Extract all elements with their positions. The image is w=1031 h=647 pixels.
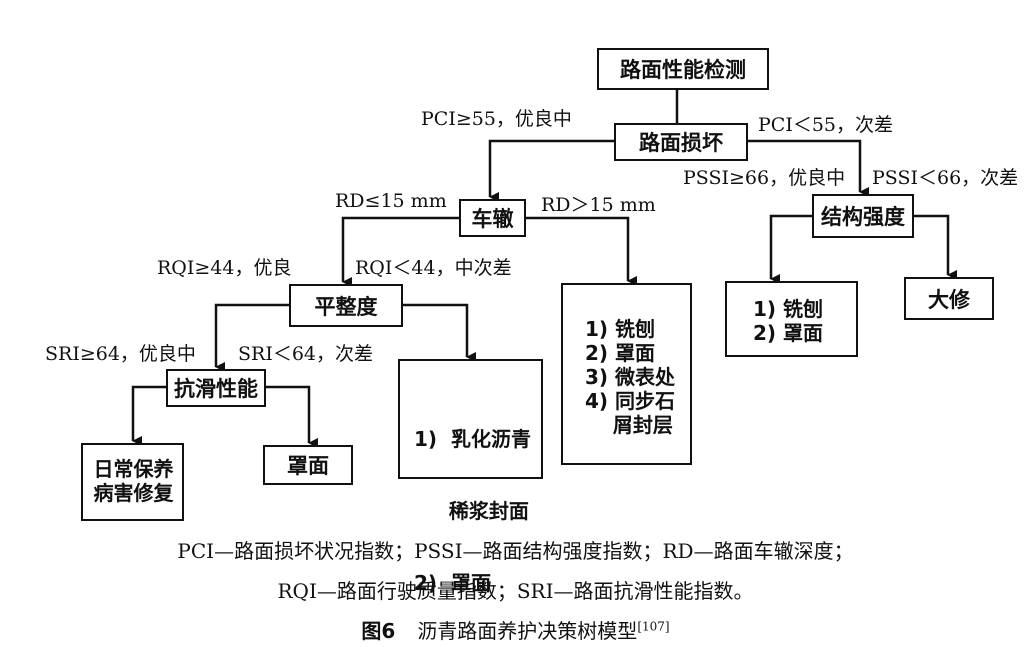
node-rd-high-treatments: 1) 铣刨 2) 罩面 3) 微表处 4) 同步石 屑封层 bbox=[561, 283, 692, 465]
edge-label-sri-good: SRI≥64，优良中 bbox=[45, 343, 196, 365]
node-pssi-low-treatments: 1) 铣刨 2) 罩面 bbox=[725, 281, 858, 357]
rd-high-line-2: 2) 罩面 bbox=[585, 341, 656, 365]
edge-label-rqi-good: RQI≥44，优良 bbox=[157, 257, 292, 279]
edge-smoothness-skid bbox=[214, 303, 289, 372]
node-skid-resistance: 抗滑性能 bbox=[166, 369, 266, 407]
figure-citation: [107] bbox=[637, 619, 670, 634]
node-road-performance-test: 路面性能检测 bbox=[597, 48, 769, 90]
edge-label-pssi-good: PSSI≥66，优良中 bbox=[683, 167, 846, 189]
node-rqi-low-treatments: 1) 乳化沥青 稀浆封面 2) 罩面 bbox=[398, 359, 543, 595]
edge-label-pci-good: PCI≥55，优良中 bbox=[421, 108, 572, 130]
edge-structure-pssilow bbox=[769, 214, 812, 284]
node-rutting: 车辙 bbox=[459, 199, 526, 237]
pssi-low-line-1: 1) 铣刨 bbox=[753, 297, 824, 321]
node-overhaul: 大修 bbox=[904, 277, 994, 320]
figure-title-text: 沥青路面养护决策树模型 bbox=[417, 619, 638, 643]
node-overlay: 罩面 bbox=[263, 445, 353, 485]
caption-line-2: RQI—路面行驶质量指数；SRI—路面抗滑性能指数。 bbox=[277, 579, 754, 603]
edge-label-rd-low: RD≤15 mm bbox=[335, 190, 447, 212]
rd-high-line-4: 4) 同步石 bbox=[585, 389, 676, 413]
edge-smoothness-rqilow bbox=[403, 303, 476, 362]
edge-skid-daily bbox=[131, 385, 166, 446]
edge-label-sri-poor: SRI＜64，次差 bbox=[238, 343, 374, 365]
figure-title: 图6 沥青路面养护决策树模型[107] bbox=[0, 615, 1031, 644]
figure-number: 图6 bbox=[361, 619, 396, 643]
edge-label-pci-poor: PCI＜55，次差 bbox=[758, 114, 894, 136]
node-road-damage: 路面损坏 bbox=[614, 123, 748, 161]
edge-damage-structure bbox=[748, 139, 869, 197]
rqi-low-line-2: 稀浆封面 bbox=[414, 499, 529, 523]
caption-line-1: PCI—路面损坏状况指数；PSSI—路面结构强度指数；RD—路面车辙深度； bbox=[177, 539, 854, 563]
node-smoothness: 平整度 bbox=[289, 284, 403, 327]
pssi-low-line-2: 2) 罩面 bbox=[753, 321, 824, 345]
node-structural-strength: 结构强度 bbox=[812, 194, 914, 238]
edge-rutting-smoothness bbox=[341, 216, 459, 287]
daily-line-1: 日常保养 bbox=[93, 457, 174, 481]
daily-line-2: 病害修复 bbox=[93, 481, 174, 505]
edge-damage-rutting bbox=[488, 139, 614, 202]
rd-high-line-5: 屑封层 bbox=[585, 413, 673, 437]
rqi-low-line-1: 1) 乳化沥青 bbox=[414, 427, 531, 451]
rqi-low-line-3: 2) 罩面 bbox=[414, 571, 491, 595]
edge-label-pssi-poor: PSSI＜66，次差 bbox=[872, 167, 1019, 189]
rd-high-line-3: 3) 微表处 bbox=[585, 365, 676, 389]
edge-skid-overlay bbox=[266, 385, 318, 448]
edge-label-rqi-poor: RQI＜44，中次差 bbox=[355, 257, 512, 279]
node-daily-maintenance: 日常保养 病害修复 bbox=[81, 443, 184, 521]
edge-label-rd-high: RD＞15 mm bbox=[541, 194, 656, 216]
edge-structure-overhaul bbox=[914, 214, 957, 280]
edge-rutting-rdhigh bbox=[526, 216, 637, 286]
rd-high-line-1: 1) 铣刨 bbox=[585, 317, 656, 341]
